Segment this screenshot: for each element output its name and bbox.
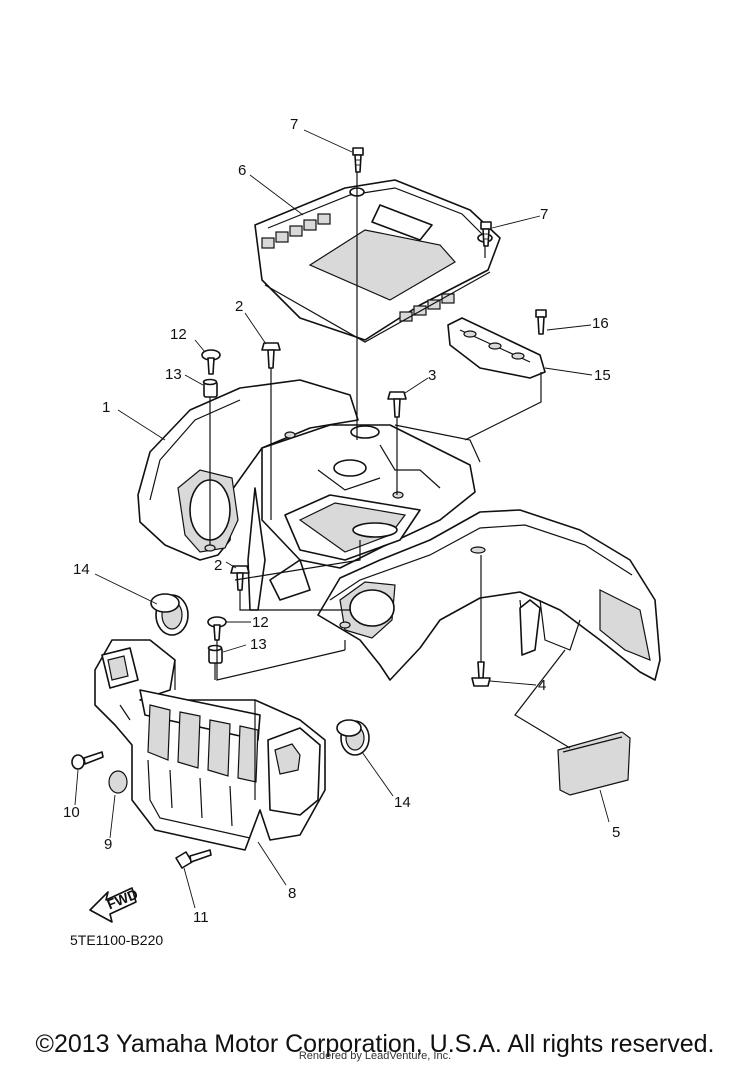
part-6-top-cover[interactable]	[254, 179, 501, 343]
part-15-bracket[interactable]	[447, 317, 546, 379]
screw-10[interactable]	[71, 751, 104, 770]
callout-leaders	[74, 129, 610, 909]
callout-6: 6	[238, 162, 246, 179]
copyright-notice: ©2013 Yamaha Motor Corporation, U.S.A. A…	[35, 1030, 715, 1058]
part-1-rear-fender[interactable]	[137, 379, 661, 681]
screw-11[interactable]	[175, 849, 212, 869]
part-9-cap[interactable]	[108, 770, 128, 794]
bolt-12-upper[interactable]	[201, 349, 221, 375]
callout-11: 11	[193, 909, 209, 926]
part-5-cover-plate[interactable]	[557, 731, 631, 796]
fastener-7-right[interactable]	[480, 221, 492, 247]
assembly-lines	[209, 172, 571, 800]
callout-7-right: 7	[540, 206, 548, 223]
diagram-code: 5TE1100-B220	[70, 932, 163, 948]
callout-2-top: 2	[235, 298, 243, 315]
callout-13-top: 13	[165, 366, 182, 383]
callout-7-top: 7	[290, 116, 298, 133]
callout-16: 16	[592, 315, 609, 332]
collar-13-upper[interactable]	[202, 378, 218, 398]
bolt-3[interactable]	[387, 391, 407, 418]
collar-13-lower[interactable]	[207, 644, 223, 664]
callout-3: 3	[428, 367, 436, 384]
callout-4: 4	[538, 677, 546, 694]
callout-labels: 7 6 7 2 16 12 13 15 3 1 14 2 12 13 4 14 …	[63, 116, 620, 926]
bolt-2-upper[interactable]	[261, 342, 281, 369]
callout-2-mid: 2	[214, 557, 222, 574]
callout-12-top: 12	[170, 326, 187, 343]
rendered-by-credit: Rendered by LeadVenture, Inc.	[298, 1050, 452, 1062]
grommet-14-lower[interactable]	[336, 719, 370, 756]
callout-5: 5	[612, 824, 620, 841]
callout-8: 8	[288, 885, 296, 902]
callout-15: 15	[594, 367, 611, 384]
fastener-16[interactable]	[535, 309, 547, 335]
bolt-4[interactable]	[471, 661, 491, 687]
callout-14-left: 14	[73, 561, 90, 578]
grommet-14-upper[interactable]	[150, 593, 189, 636]
fastener-7-left[interactable]	[352, 147, 364, 173]
callout-9: 9	[104, 836, 112, 853]
bolt-12-lower[interactable]	[207, 616, 227, 641]
callout-12-mid: 12	[252, 614, 269, 631]
fwd-arrow-icon: FWD	[89, 886, 140, 923]
callout-10: 10	[63, 804, 80, 821]
callout-13-mid: 13	[250, 636, 267, 653]
callout-14-right: 14	[394, 794, 411, 811]
part-8-rear-bumper[interactable]	[94, 639, 326, 851]
callout-1: 1	[102, 399, 110, 416]
